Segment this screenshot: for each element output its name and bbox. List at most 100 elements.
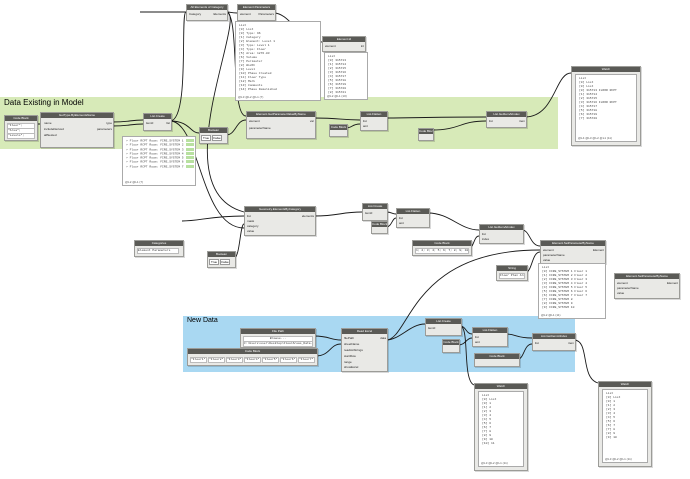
- input-port[interactable]: value: [543, 258, 551, 262]
- watch-preview[interactable]: List [0] List [0] 1 [1] 2 [2] 3 [3] 4 [4…: [478, 391, 524, 467]
- categories-node[interactable]: Categories Element Parameters: [134, 240, 184, 257]
- input-port[interactable]: startRow: [344, 354, 356, 358]
- input-port[interactable]: name: [44, 121, 52, 125]
- list-flatten-node[interactable]: List.Flatten list amt: [360, 111, 388, 131]
- watch-preview[interactable]: List [0] List [0] List [0] 315713 FLOOR …: [575, 74, 637, 142]
- input-port[interactable]: list: [399, 216, 403, 220]
- element-id-node[interactable]: Element.Id element int: [322, 36, 366, 52]
- input-port[interactable]: parameterName: [249, 126, 271, 130]
- output-port[interactable]: int: [360, 44, 364, 48]
- input-port[interactable]: readAsStrings: [344, 348, 363, 352]
- input-port[interactable]: parameterName: [617, 286, 639, 290]
- input-port[interactable]: sheetName: [344, 342, 360, 346]
- list-get-item-node[interactable]: List.GetItemAtIndex list index: [479, 224, 524, 244]
- list-get-item-node[interactable]: List.GetItemAtIndex list item: [486, 111, 527, 128]
- code-value[interactable]: "Floor2": [208, 357, 225, 363]
- watch-node[interactable]: Watch List [0] List [0] 1 [1] 2 [2] 3 [3…: [474, 383, 528, 471]
- input-port[interactable]: filePath: [344, 336, 355, 340]
- input-port[interactable]: element: [240, 12, 251, 16]
- input-port[interactable]: list: [475, 335, 479, 339]
- code-block-node[interactable]: Code Block: [442, 339, 460, 353]
- flat-list-preview[interactable]: > Floor RCPT Room: FIRE_SYSTEM 1 > Floor…: [122, 136, 196, 186]
- false-radio[interactable]: False: [220, 259, 230, 265]
- output-port[interactable]: Elements: [213, 12, 226, 16]
- input-port[interactable]: list: [482, 232, 486, 236]
- output-port[interactable]: type: [106, 121, 112, 125]
- input-port[interactable]: item0: [146, 121, 154, 125]
- watch-preview[interactable]: List [0] List [0] 1 [1] 2 [2] 3 [3] 4 [4…: [602, 389, 648, 463]
- true-radio[interactable]: True: [201, 135, 211, 141]
- output-port[interactable]: Parameters: [258, 12, 274, 16]
- watch-node[interactable]: Watch List [0] List [0] List [0] 315713 …: [571, 66, 641, 146]
- output-port[interactable]: Element: [592, 248, 604, 252]
- set-parameter-node[interactable]: Element.SetParameterByName element param…: [540, 240, 606, 264]
- watch-node[interactable]: Watch List [0] List [0] 1 [1] 2 [2] 3 [3…: [598, 381, 652, 467]
- set-parameter-node[interactable]: Element.SetParameterByName element param…: [614, 273, 680, 299]
- input-port[interactable]: index: [482, 237, 490, 241]
- code-block-node[interactable]: Code Block 1; 2; 3; 4; 5; 6; 7; 8; 9; 10…: [412, 240, 472, 256]
- output-port[interactable]: item: [568, 341, 574, 345]
- code-block-node[interactable]: Code Block: [474, 353, 520, 367]
- output-port[interactable]: parameters: [96, 127, 112, 131]
- element-id-preview[interactable]: List [0] 315713 [1] 315714 [2] 315715 [3…: [324, 52, 368, 100]
- set-parameter-preview[interactable]: List [0] FIRE_SYSTEM 1 Floor 1 [1] FIRE_…: [538, 263, 606, 319]
- code-value[interactable]: "Floor1": [190, 357, 207, 363]
- input-port[interactable]: element: [543, 248, 554, 252]
- output-port[interactable]: list: [166, 121, 170, 125]
- code-value[interactable]: "Floor7": [298, 357, 315, 363]
- code-line[interactable]: 1; 2; 3; 4; 5; 6; 7; 8; 9; 10; 11; 12;: [415, 248, 469, 254]
- input-port[interactable]: list: [535, 341, 539, 345]
- false-radio[interactable]: False: [212, 135, 222, 141]
- code-value[interactable]: "Floor3": [226, 357, 243, 363]
- parameters-preview[interactable]: List [0] List [0] Type: 96 [1] Category …: [235, 21, 321, 101]
- get-parameter-value-node[interactable]: Element.GetParameterValueByName element …: [246, 111, 316, 139]
- input-port[interactable]: list: [489, 119, 493, 123]
- string-input[interactable]: Floor Plan Areas: [499, 273, 525, 279]
- input-port[interactable]: range: [344, 360, 352, 364]
- input-port[interactable]: showExcel: [344, 365, 359, 369]
- input-port[interactable]: mask: [247, 219, 255, 223]
- code-value[interactable]: "Floor6": [280, 357, 297, 363]
- list-flatten-node[interactable]: List.Flatten list amt: [472, 327, 508, 347]
- input-port[interactable]: item0: [428, 326, 436, 330]
- output-port[interactable]: Element: [666, 281, 678, 285]
- code-line[interactable]: "Levels";: [7, 133, 35, 139]
- input-port[interactable]: value: [617, 291, 625, 295]
- list-create-node[interactable]: List.Create item0: [362, 203, 388, 221]
- code-block-node[interactable]: Code Block: [329, 124, 348, 137]
- input-port[interactable]: amt: [363, 124, 369, 128]
- input-port[interactable]: parameterName: [543, 253, 565, 257]
- list-get-item-node[interactable]: List.GetItemAtIndex list item: [532, 333, 576, 351]
- input-port[interactable]: Category: [189, 12, 202, 16]
- input-port[interactable]: list: [247, 214, 251, 218]
- output-port[interactable]: var: [309, 119, 314, 123]
- file-path-field[interactable]: C:\Users\user\Desktop\FloorAreas_Data.xl…: [243, 341, 313, 347]
- input-port[interactable]: includeDerived: [44, 127, 64, 131]
- input-port[interactable]: amt: [475, 340, 481, 344]
- input-port[interactable]: amt: [399, 221, 405, 225]
- list-create-node[interactable]: List.Create item0 list: [143, 113, 172, 131]
- input-port[interactable]: category: [247, 224, 259, 228]
- input-port[interactable]: allNested: [44, 133, 57, 137]
- read-excel-node[interactable]: Read Excel filePath sheetName readAsStri…: [341, 328, 388, 372]
- get-type-node[interactable]: GetType.ByElementsName name includeDeriv…: [40, 112, 114, 148]
- output-port[interactable]: elements: [301, 214, 314, 218]
- file-path-node[interactable]: File Path Browse... C:\Users\user\Deskto…: [240, 328, 316, 348]
- code-block-node[interactable]: Code Block "Floor"; "Area"; "Levels";: [4, 115, 38, 141]
- category-dropdown[interactable]: Element Parameters: [137, 248, 179, 254]
- code-block-node[interactable]: Code Block: [371, 221, 388, 234]
- code-value[interactable]: "Floor5": [262, 357, 279, 363]
- output-port[interactable]: item: [519, 119, 525, 123]
- element-parameters-node[interactable]: Element.Parameters element Parameters: [237, 4, 276, 21]
- input-port[interactable]: element: [325, 44, 336, 48]
- elements-by-category-node[interactable]: Geometry.ElementsByCategory list mask ca…: [244, 206, 316, 236]
- all-elements-node[interactable]: All Elements of Category Category Elemen…: [186, 4, 228, 21]
- input-port[interactable]: element: [249, 119, 260, 123]
- input-port[interactable]: element: [617, 281, 628, 285]
- code-block-node[interactable]: Code Block "Floor1" "Floor2" "Floor3" "F…: [187, 348, 318, 366]
- input-port[interactable]: value: [247, 229, 255, 233]
- list-create-node[interactable]: List.Create item0: [425, 318, 462, 336]
- boolean-node[interactable]: Boolean True False: [207, 251, 236, 268]
- boolean-node[interactable]: Boolean True False: [199, 127, 228, 144]
